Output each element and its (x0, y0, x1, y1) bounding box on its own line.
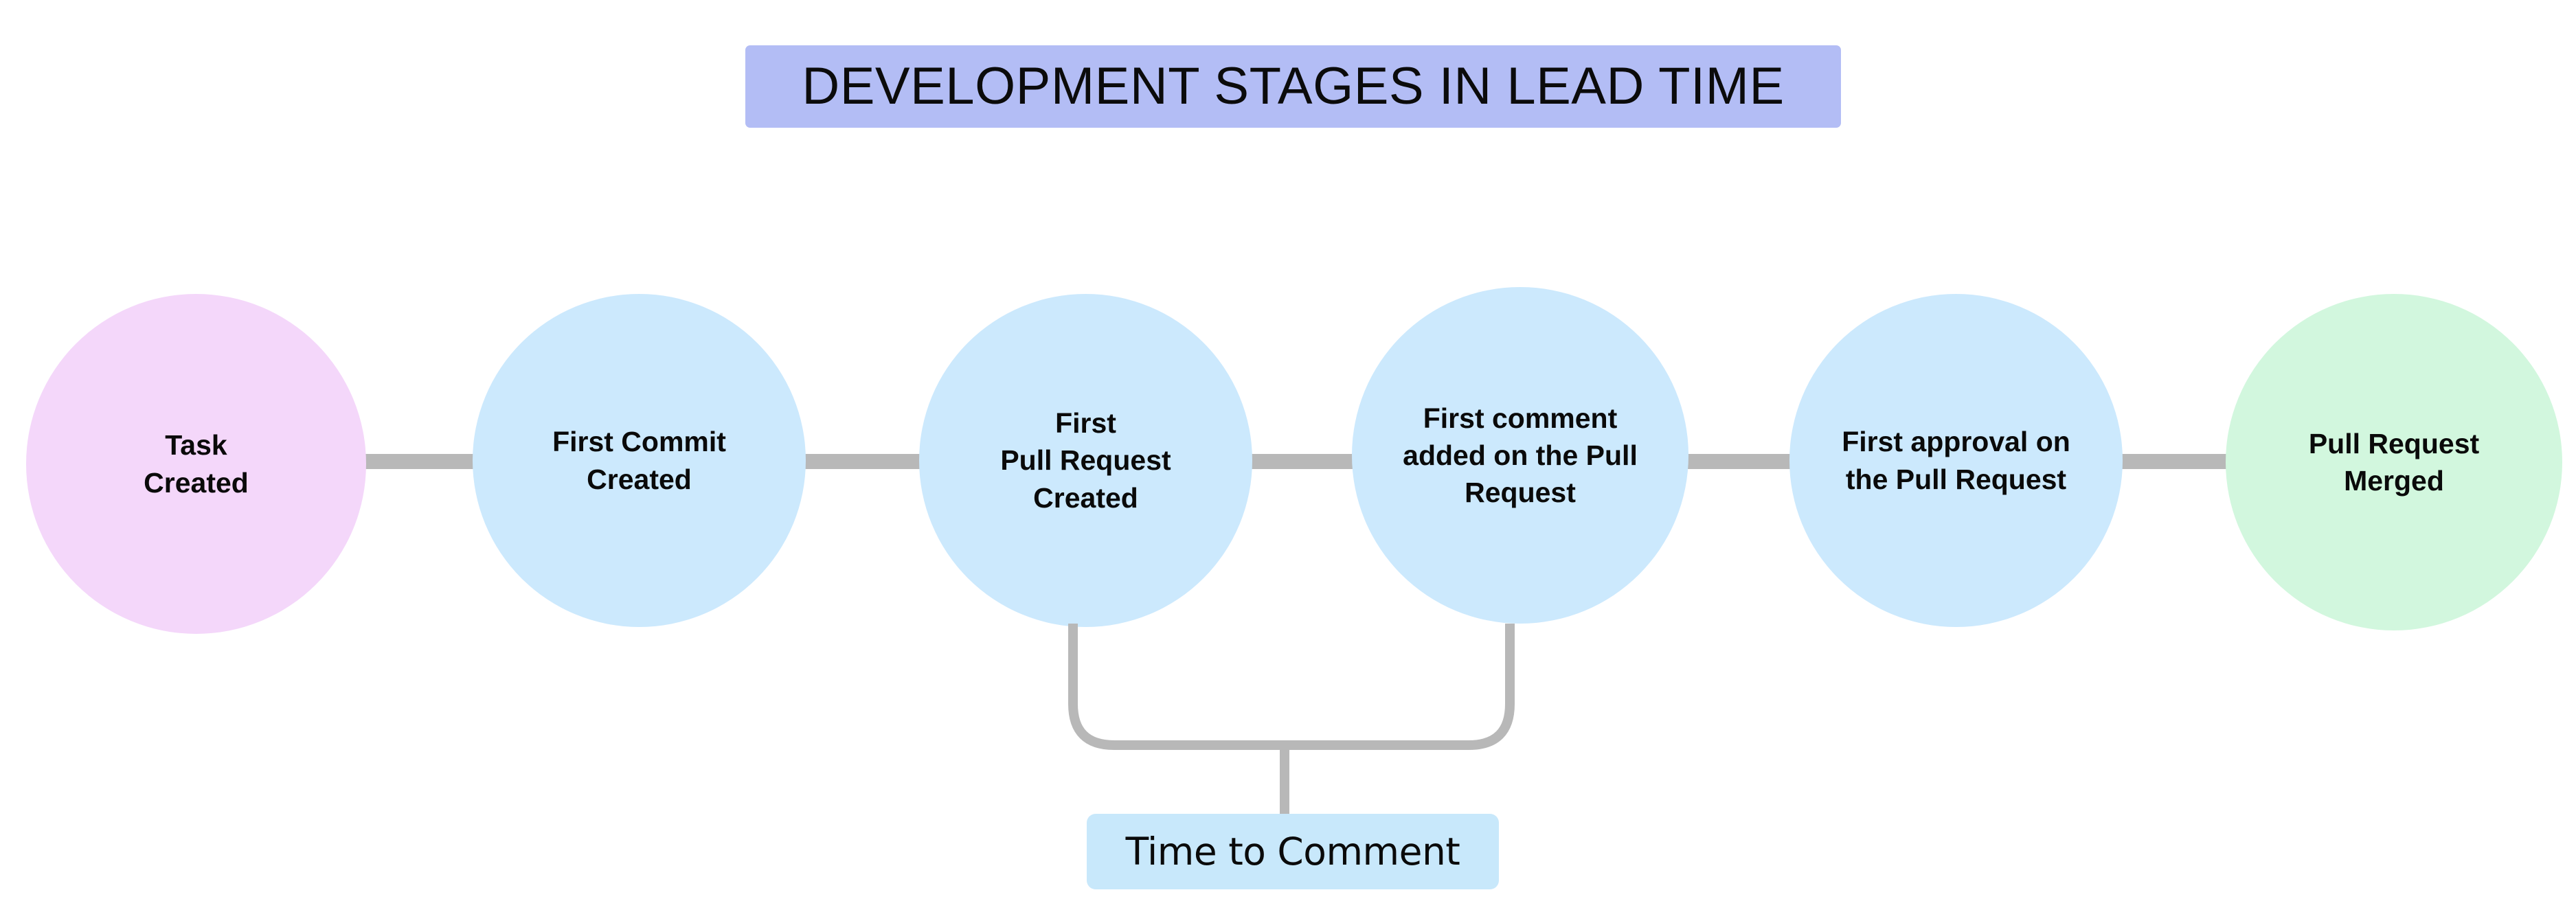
node-pull-request-merged[interactable]: Pull Request Merged (2226, 294, 2562, 630)
bracket-left-arm (1068, 624, 1285, 750)
edge-comment-to-approval (1676, 454, 1800, 469)
node-task-created-label: Task Created (144, 429, 249, 499)
node-first-commit-created-label: First Commit Created (552, 426, 726, 495)
edge-approval-to-merged (2112, 454, 2236, 469)
edge-task-to-commit (361, 454, 491, 469)
node-task-created[interactable]: Task Created (26, 294, 366, 634)
metric-label-text: Time to Comment (1125, 830, 1460, 874)
node-first-pull-request-created-label: First Pull Request Created (1000, 407, 1171, 514)
node-pull-request-merged-label: Pull Request Merged (2308, 427, 2480, 497)
node-first-comment-added-label: First comment added on the Pull Request (1403, 402, 1638, 509)
edge-commit-to-pr (802, 454, 933, 469)
node-first-pull-request-created[interactable]: First Pull Request Created (919, 294, 1252, 627)
node-first-comment-added[interactable]: First comment added on the Pull Request (1352, 287, 1688, 624)
edge-pr-to-comment (1243, 454, 1370, 469)
metric-label-box[interactable]: Time to Comment (1087, 814, 1499, 889)
diagram-title-banner: DEVELOPMENT STAGES IN LEAD TIME (745, 45, 1841, 128)
node-first-approval-label: First approval on the Pull Request (1842, 426, 2070, 495)
page-title: DEVELOPMENT STAGES IN LEAD TIME (802, 57, 1785, 115)
bracket-right-arm (1285, 624, 1515, 750)
node-first-approval[interactable]: First approval on the Pull Request (1789, 294, 2123, 627)
metric-bracket (1068, 624, 1515, 817)
node-first-commit-created[interactable]: First Commit Created (473, 294, 806, 627)
